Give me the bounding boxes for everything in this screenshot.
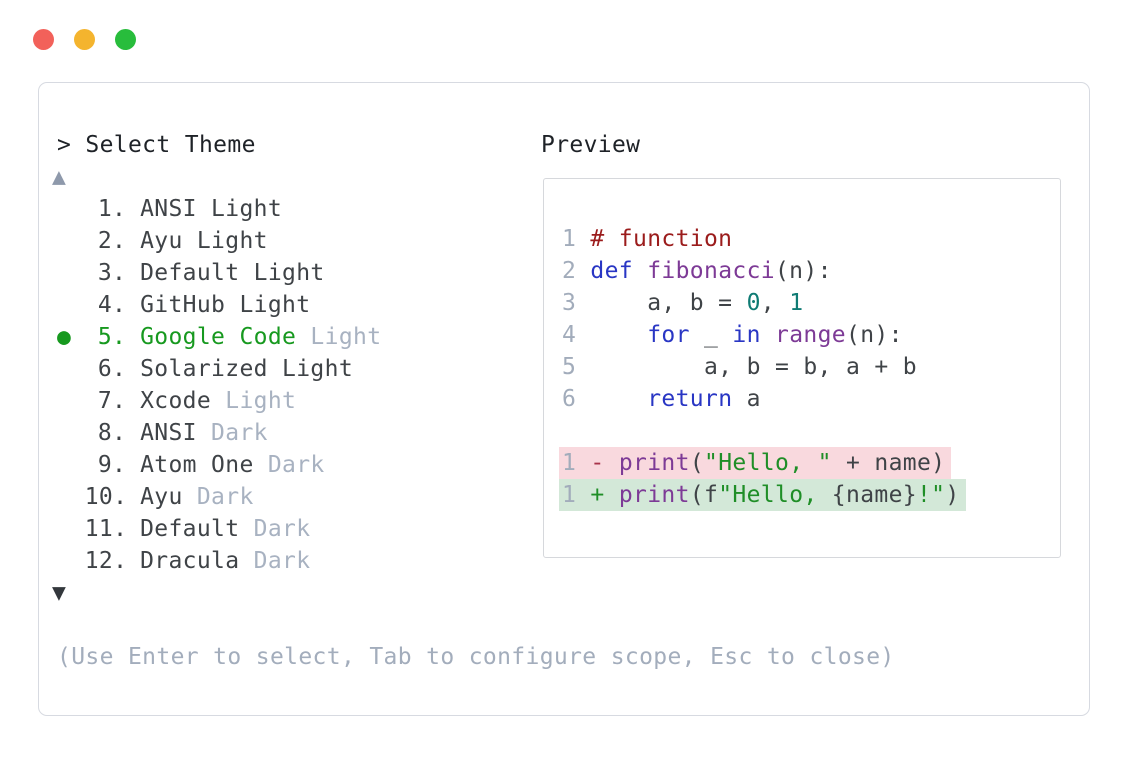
theme-option[interactable]: ● 5. Google Code Light [57,321,381,353]
code-line: 5 a, b = b, a + b [562,354,917,380]
theme-name: GitHub Light [140,292,311,318]
theme-variant-label: Dark [239,516,311,542]
theme-picker-dialog: > Select Theme ▲ 1. ANSI Light 2. Ayu Light… [38,82,1090,716]
code-line [562,415,966,447]
theme-name: Default Light [140,260,325,286]
theme-number: 4. [97,292,127,318]
preview-panel: 1 # function 2 def fibonacci(n): 3 a, b = … [543,178,1061,558]
theme-number: 3. [97,260,127,286]
theme-option[interactable]: 10. Ayu Dark [57,481,381,513]
code-line: 2 def fibonacci(n): [562,258,832,284]
code-line: 4 for _ in range(n): [562,322,903,348]
theme-variant-label: Dark [196,420,268,446]
theme-number: 12. [84,548,128,574]
window-controls [33,29,136,50]
theme-variant-label: Light [211,388,297,414]
scroll-down-icon: ▼ [52,580,67,606]
theme-name: ANSI Light [140,196,283,222]
theme-number: 8. [97,420,127,446]
theme-name: Xcode [140,388,212,414]
theme-variant-label: Dark [239,548,311,574]
theme-option[interactable]: 11. Default Dark [57,513,381,545]
code-line: 3 a, b = 0, 1 [562,290,804,316]
code-line: 1 # function [562,226,733,252]
diff-removed-line: 1 - print("Hello, " + name) [559,447,966,479]
preview-label: Preview [541,132,641,158]
theme-number: 10. [84,484,128,510]
theme-number: 9. [97,452,127,478]
theme-name: Ayu [140,484,183,510]
zoom-button[interactable] [115,29,136,50]
theme-option[interactable]: 3. Default Light [57,257,381,289]
theme-option[interactable]: 12. Dracula Dark [57,545,381,577]
theme-name: Ayu Light [140,228,268,254]
diff-added-line: 1 + print(f"Hello, {name}!") [559,479,966,511]
theme-name: ANSI [140,420,197,446]
theme-list: 1. ANSI Light 2. Ayu Light 3. Default Light 4.… [57,193,381,577]
theme-name: Google Code [140,324,297,350]
theme-name: Dracula [140,548,240,574]
theme-name: Solarized Light [140,356,354,382]
theme-option[interactable]: 6. Solarized Light [57,353,381,385]
help-text: (Use Enter to select, Tab to configure s… [57,644,895,670]
theme-number: 6. [97,356,127,382]
code-line: 6 return a [562,386,761,412]
theme-variant-label: Dark [182,484,254,510]
theme-number: 1. [97,196,127,222]
theme-option[interactable]: 7. Xcode Light [57,385,381,417]
theme-option[interactable]: 1. ANSI Light [57,193,381,225]
theme-number: 7. [97,388,127,414]
theme-option[interactable]: 2. Ayu Light [57,225,381,257]
theme-variant-label: Dark [253,452,325,478]
theme-name: Default [140,516,240,542]
preview-code: 1 # function 2 def fibonacci(n): 3 a, b = … [559,223,966,511]
selected-indicator-icon: ● [57,324,72,350]
theme-variant-label: Light [296,324,382,350]
theme-number: 5. [97,324,127,350]
close-button[interactable] [33,29,54,50]
theme-number: 11. [84,516,128,542]
theme-number: 2. [97,228,127,254]
theme-option[interactable]: 4. GitHub Light [57,289,381,321]
minimize-button[interactable] [74,29,95,50]
theme-option[interactable]: 9. Atom One Dark [57,449,381,481]
theme-option[interactable]: 8. ANSI Dark [57,417,381,449]
theme-name: Atom One [140,452,254,478]
picker-title: > Select Theme [57,132,256,158]
scroll-up-icon: ▲ [52,164,67,190]
